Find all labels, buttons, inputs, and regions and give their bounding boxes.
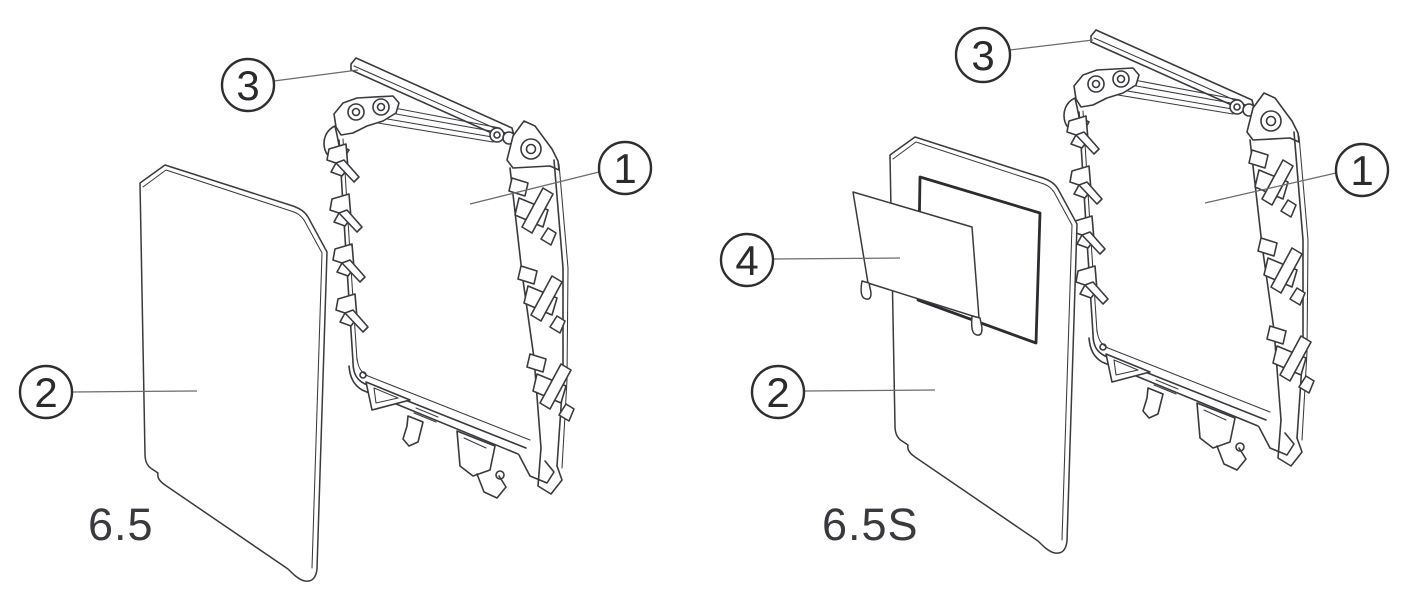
callout-4-number: 4	[735, 237, 758, 284]
insert-foot-left	[860, 280, 872, 300]
callout-2-leader	[803, 389, 936, 392]
callout-2: 2	[18, 364, 74, 420]
callout-1: 1	[1334, 142, 1390, 198]
callout-2-number: 2	[766, 369, 789, 416]
diagram-6-5s: 3 1 4 2 6.5S	[719, 26, 1390, 554]
callout-2-circle	[18, 364, 74, 420]
callout-3-leader	[1009, 39, 1094, 51]
terminal-carrier-body	[323, 57, 575, 499]
diagram-6-5: 3 1 2 6.5	[18, 57, 653, 582]
callout-4-leader	[772, 257, 901, 260]
callout-3: 3	[220, 57, 276, 113]
callout-2: 2	[750, 364, 806, 420]
callout-1-number: 1	[613, 145, 636, 192]
cover-plate-with-window	[889, 136, 1078, 554]
callout-3-circle	[220, 57, 276, 113]
callout-1-leader	[1204, 172, 1337, 204]
callout-3-number: 3	[236, 62, 259, 109]
callout-4: 4	[719, 232, 775, 288]
variant-label-6-5: 6.5	[88, 499, 154, 550]
callout-1-number: 1	[1350, 147, 1373, 194]
callout-2-leader	[71, 390, 198, 393]
callout-1-circle	[597, 140, 653, 196]
callout-1-circle	[1334, 142, 1390, 198]
callout-4-circle	[719, 232, 775, 288]
marker-insert	[852, 191, 983, 336]
callout-2-circle	[750, 364, 806, 420]
insert-foot-right	[970, 315, 983, 336]
cover-plate	[139, 164, 328, 582]
callout-1-leader	[469, 171, 600, 205]
variant-label-6-5s: 6.5S	[822, 499, 919, 550]
callout-2-number: 2	[34, 369, 57, 416]
callout-3-number: 3	[971, 32, 994, 79]
terminal-carrier-body	[1063, 29, 1315, 471]
callout-3: 3	[954, 26, 1012, 84]
callout-3-circle	[954, 26, 1012, 84]
callout-1: 1	[597, 140, 653, 196]
callout-3-leader	[273, 69, 359, 82]
